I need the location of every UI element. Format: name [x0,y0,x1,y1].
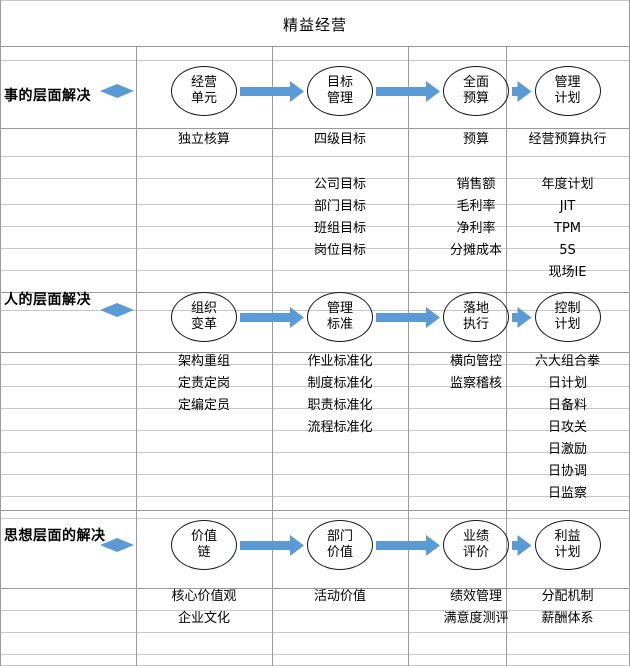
diamond-bullet-icon [100,84,134,98]
node-line-1: 落地 [462,301,489,316]
row-label-people: 人的层面解决 [4,292,91,308]
detail-item-people-1-0: 作业标准化 [307,354,373,369]
node-line-1: 目标 [326,75,353,90]
detail-item-people-3-0: 六大组合拳 [534,354,600,369]
node-line-2: 变革 [190,317,217,332]
detail-item-people-3-5: 日协调 [547,464,587,479]
detail-item-things-2-0: 销售额 [456,177,496,192]
row-label-thinking: 思想层面的解决 [4,528,106,544]
node-line-2: 管理 [326,91,353,106]
detail-item-people-1-2: 职责标准化 [307,398,373,413]
detail-item-things-1-3: 岗位目标 [313,243,366,258]
column-header-things-0: 独立核算 [177,132,230,147]
node-line-1: 全面 [462,75,489,90]
right-arrow-icon [512,81,532,103]
process-node-people-0[interactable]: 组织变革 [171,292,237,342]
process-node-things-2[interactable]: 全面预算 [443,66,509,116]
detail-item-people-1-1: 制度标准化 [307,376,373,391]
process-node-thinking-0[interactable]: 价值链 [171,520,237,570]
detail-item-thinking-2-0: 绩效管理 [449,589,502,604]
right-arrow-icon [376,535,440,557]
detail-item-people-2-1: 监察稽核 [449,376,502,391]
node-line-1: 价值 [190,529,217,544]
detail-item-thinking-3-0: 分配机制 [541,589,594,604]
right-arrow-icon [512,535,532,557]
detail-item-people-3-6: 日监察 [547,486,587,501]
node-line-2: 链 [197,545,211,560]
node-line-2: 价值 [326,545,353,560]
node-line-1: 管理 [554,75,581,90]
node-line-2: 标准 [326,317,353,332]
right-arrow-icon [240,307,304,329]
node-line-2: 计划 [554,317,581,332]
detail-item-people-3-4: 日激励 [547,442,587,457]
right-arrow-icon [376,81,440,103]
page-title: 精益经营 [282,16,347,34]
detail-item-thinking-3-1: 薪酬体系 [541,611,594,626]
detail-item-thinking-2-1: 满意度测评 [443,611,509,626]
node-line-2: 单元 [190,91,217,106]
detail-item-things-3-3: 5S [559,243,576,258]
node-line-2: 预算 [462,91,489,106]
detail-item-people-2-0: 横向管控 [449,354,502,369]
detail-item-people-3-3: 日攻关 [547,420,587,435]
detail-item-things-3-4: 现场IE [548,265,587,280]
process-node-people-3[interactable]: 控制计划 [534,292,601,342]
process-node-thinking-1[interactable]: 部门价值 [307,520,373,570]
right-arrow-icon [240,81,304,103]
detail-item-people-1-3: 流程标准化 [307,420,373,435]
node-line-1: 业绩 [462,529,489,544]
process-node-things-0[interactable]: 经营单元 [171,66,237,116]
detail-item-things-2-3: 分摊成本 [449,243,502,258]
process-node-people-1[interactable]: 管理标准 [307,292,373,342]
process-node-thinking-3[interactable]: 利益计划 [534,520,601,570]
column-header-things-3: 经营预算执行 [528,132,607,147]
detail-item-people-3-1: 日计划 [547,376,587,391]
right-arrow-icon [240,535,304,557]
detail-item-people-0-0: 架构重组 [177,354,230,369]
detail-item-things-3-2: TPM [554,221,581,236]
detail-item-things-1-2: 班组目标 [313,221,366,236]
diamond-bullet-icon [100,538,134,552]
diamond-bullet-icon [100,303,134,317]
detail-item-people-3-2: 日备料 [547,398,587,413]
row-label-things: 事的层面解决 [4,88,91,104]
detail-item-people-0-2: 定编定员 [177,398,230,413]
detail-item-things-3-0: 年度计划 [541,177,594,192]
process-node-thinking-2[interactable]: 业绩评价 [443,520,509,570]
node-line-2: 计划 [554,91,581,106]
detail-item-thinking-0-1: 企业文化 [177,611,230,626]
detail-item-thinking-1-0: 活动价值 [313,589,366,604]
column-header-things-1: 四级目标 [313,132,366,147]
detail-item-things-1-0: 公司目标 [313,177,366,192]
node-line-1: 管理 [326,301,353,316]
node-line-1: 组织 [190,301,217,316]
process-node-things-1[interactable]: 目标管理 [307,66,373,116]
node-line-1: 控制 [554,301,581,316]
node-line-1: 部门 [326,529,353,544]
node-line-2: 评价 [462,545,489,560]
right-arrow-icon [376,307,440,329]
process-node-things-3[interactable]: 管理计划 [534,66,601,116]
column-header-things-2: 预算 [462,132,489,147]
node-line-2: 计划 [554,545,581,560]
detail-item-people-0-1: 定责定岗 [177,376,230,391]
node-line-2: 执行 [462,317,489,332]
node-line-1: 经营 [190,75,217,90]
right-arrow-icon [512,307,532,329]
detail-item-things-3-1: JIT [559,199,576,214]
process-node-people-2[interactable]: 落地执行 [443,292,509,342]
detail-item-things-2-2: 净利率 [456,221,496,236]
detail-item-things-2-1: 毛利率 [456,199,496,214]
detail-item-things-1-1: 部门目标 [313,199,366,214]
detail-item-thinking-0-0: 核心价值观 [171,589,237,604]
node-line-1: 利益 [554,529,581,544]
